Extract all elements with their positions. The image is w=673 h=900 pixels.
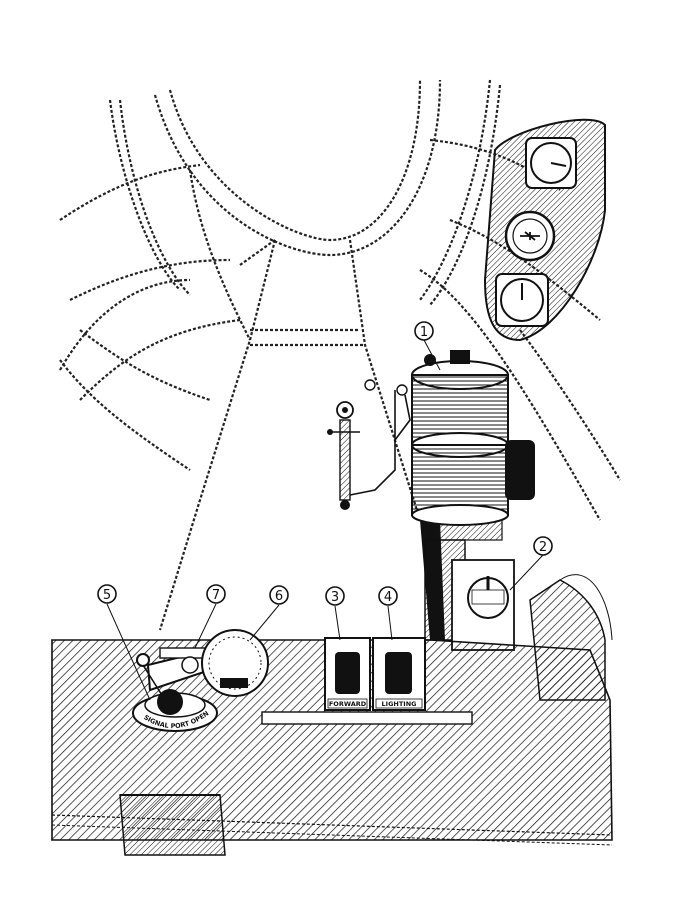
callout-2: 2 [533,536,553,556]
gauge-bottom [495,273,549,327]
support-post [424,539,515,651]
svg-text:4: 4 [384,590,392,605]
callout-5: 5 [97,584,117,604]
round-dial [201,629,269,697]
callout-6: 6 [269,585,289,605]
svg-text:1: 1 [420,325,428,340]
svg-text:5: 5 [103,588,111,603]
plate-lighting-label: LIGHTING [382,700,417,708]
gauge-middle [504,210,556,262]
plate-forward-label: FORWARD [329,700,367,708]
callout-leaders [106,339,544,701]
svg-text:7: 7 [212,588,220,603]
foot-step [119,794,226,856]
svg-text:6: 6 [275,589,283,604]
canopy-frame [59,79,621,631]
callout-3: 3 [325,586,345,606]
callout-1: 1 [414,321,434,341]
instrument-panel [483,118,606,342]
callout-4: 4 [378,586,398,606]
cockpit-sill [51,639,613,846]
switch-box-left [324,637,371,711]
svg-text:3: 3 [331,590,339,605]
callout-7: 7 [206,584,226,604]
switch-box-right [372,637,426,711]
svg-text:2: 2 [539,540,547,555]
gauge-top [525,137,577,189]
valve-assembly [327,379,411,510]
